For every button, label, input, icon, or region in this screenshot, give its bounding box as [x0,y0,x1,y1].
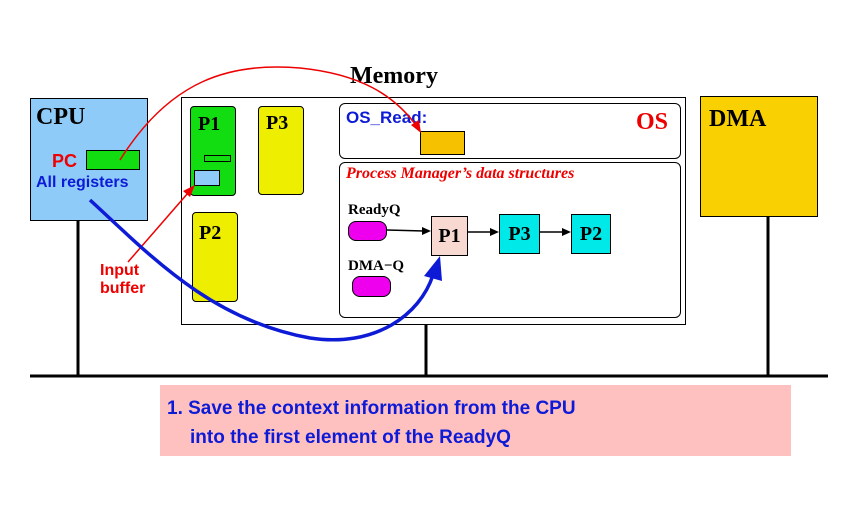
pc-register [86,150,140,170]
p1-small-register [204,155,231,162]
os-read-label: OS_Read: [346,108,428,127]
readyq-head [348,221,387,241]
input-buffer-label-line1: Input [100,262,140,279]
readyq-node-p2: P2 [571,214,611,254]
process-manager-title: Process Manager’s data structures [346,165,575,182]
caption-box [160,385,791,456]
cpu-title: CPU [36,104,86,130]
process-p2-label: P2 [199,222,222,244]
dmaq-head [352,276,391,297]
dma-title: DMA [709,106,767,132]
input-buffer [194,170,220,186]
dma-box [700,96,818,217]
caption-line-2: into the first element of the ReadyQ [190,427,511,448]
os-read-buffer [420,131,465,155]
process-p3-label: P3 [266,112,289,134]
caption-line-1: 1. Save the context information from the… [167,398,576,419]
dmaq-label: DMA−Q [348,258,405,274]
memory-title: Memory [350,63,438,89]
os-label: OS [636,109,669,135]
all-registers-label: All registers [36,174,129,191]
pc-label: PC [52,151,78,171]
readyq-node-p3: P3 [499,214,540,254]
process-p1-label: P1 [198,113,221,135]
input-buffer-label-line2: buffer [100,280,146,297]
readyq-node-p1: P1 [431,216,468,256]
readyq-label: ReadyQ [348,202,401,218]
